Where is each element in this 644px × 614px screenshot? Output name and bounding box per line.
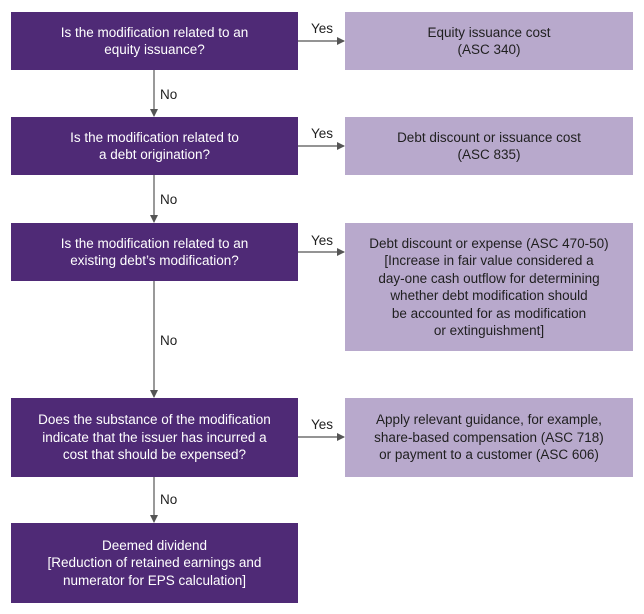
question-line: a debt origination? <box>98 147 211 162</box>
question-line: Does the substance of the modification <box>38 412 271 428</box>
outcome-line: share-based compensation (ASC 718) <box>374 429 604 445</box>
no-label: No <box>160 333 178 348</box>
yes-label: Yes <box>311 417 334 432</box>
outcome-line: Debt discount or expense (ASC 470-50) <box>369 235 609 251</box>
outcome-line: (ASC 340) <box>457 42 521 57</box>
question-line: Deemed dividend <box>101 537 208 553</box>
question-line: Is the modification related to an <box>60 24 249 40</box>
outcome-line: Debt discount or issuance cost <box>397 129 581 145</box>
outcome-line: Apply relevant guidance, for example, <box>376 412 602 428</box>
question-box-cost-expensed: Does the substance of the modification i… <box>11 398 298 477</box>
question-line: indicate that the issuer has incurred a <box>42 429 267 445</box>
question-line: existing debt’s modification? <box>70 253 239 268</box>
yes-label: Yes <box>311 21 334 36</box>
yes-label: Yes <box>311 126 334 141</box>
question-box-debt-origination: Is the modification related to a debt or… <box>11 117 298 175</box>
no-label: No <box>160 87 178 102</box>
outcome-line: [Increase in fair value considered a <box>384 253 594 268</box>
no-label: No <box>160 492 178 507</box>
question-line: equity issuance? <box>104 42 205 57</box>
outcome-box-relevant-guidance: Apply relevant guidance, for example, sh… <box>345 398 633 477</box>
question-box-existing-debt: Is the modification related to an existi… <box>11 223 298 281</box>
no-label: No <box>160 192 178 207</box>
yes-label: Yes <box>311 233 334 248</box>
outcome-line: be accounted for as modification <box>391 305 587 321</box>
question-line: Is the modification related to an <box>60 235 249 251</box>
outcome-line: Equity issuance cost <box>427 24 551 40</box>
outcome-box-equity-issuance-cost: Equity issuance cost (ASC 340) <box>345 12 633 70</box>
deemed-dividend-box: Deemed dividend [Reduction of retained e… <box>11 523 298 603</box>
question-line: [Reduction of retained earnings and <box>47 555 262 571</box>
outcome-line: (ASC 835) <box>457 147 521 162</box>
question-line: Is the modification related to <box>70 129 239 145</box>
outcome-line: or payment to a customer (ASC 606) <box>379 447 599 463</box>
outcome-line: day-one cash outflow for determining <box>378 270 600 286</box>
outcome-line: whether debt modification should <box>390 288 588 303</box>
outcome-line: or extinguishment] <box>433 323 545 338</box>
outcome-box-debt-discount-issuance: Debt discount or issuance cost (ASC 835) <box>345 117 633 175</box>
question-line: cost that should be expensed? <box>62 447 247 463</box>
question-line: numerator for EPS calculation] <box>62 572 247 588</box>
outcome-box-debt-discount-expense: Debt discount or expense (ASC 470-50) [I… <box>345 223 633 351</box>
question-box-equity-issuance: Is the modification related to an equity… <box>11 12 298 70</box>
